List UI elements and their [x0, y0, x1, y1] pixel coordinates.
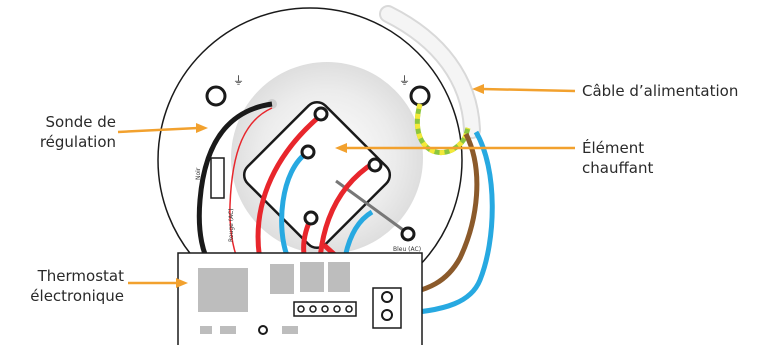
sensor-wire-black [196, 101, 273, 267]
label-element-line2: chauffant [582, 159, 654, 177]
label-element-line1: Élément [582, 139, 645, 157]
element-terminal-left [300, 144, 316, 160]
power-wire-blue [389, 130, 495, 317]
element-terminal-right [367, 157, 383, 173]
label-sonde-line1: Sonde de [45, 113, 116, 131]
board-chip-2 [300, 262, 324, 292]
element-terminal-top [313, 106, 329, 122]
power-wire-brown [389, 132, 480, 299]
label-cable: Câble d’alimentation [582, 81, 738, 101]
board-pad-2 [220, 326, 236, 334]
sensor-wire-red [229, 107, 273, 266]
label-thermostat: Thermostat électronique [14, 266, 124, 306]
label-sonde-line2: régulation [39, 133, 116, 151]
ground-symbol-left: ⏚ [233, 74, 244, 87]
wire-label-rouge: Rouge (AC) [228, 208, 235, 242]
board-pad-1 [200, 326, 212, 334]
board-pad-3 [282, 326, 298, 334]
element-terminal-bottom [303, 210, 319, 226]
wire-label-noir: Noir [195, 167, 202, 180]
label-cable-text: Câble d’alimentation [582, 82, 739, 100]
wire-label-bleu: Bleu (AC) [393, 246, 421, 253]
board-chip-large [198, 268, 248, 312]
label-element: Élément chauffant [582, 138, 653, 178]
ground-terminal [400, 226, 416, 242]
board-screw [258, 325, 268, 335]
board-chip-3 [328, 262, 350, 292]
arrow-sonde [117, 123, 208, 134]
label-thermostat-line2: électronique [30, 287, 124, 305]
sensor-resistor [210, 157, 225, 199]
label-thermostat-line1: Thermostat [37, 267, 124, 285]
ground-symbol-right: ⏚ [399, 74, 410, 87]
label-sonde: Sonde de régulation [20, 112, 116, 152]
mount-hole-right [409, 85, 431, 107]
arrow-element [335, 143, 575, 153]
arrow-cable [472, 84, 576, 94]
board-chip-1 [270, 264, 294, 294]
mount-hole-left [205, 85, 227, 107]
arrow-thermostat [128, 278, 188, 288]
